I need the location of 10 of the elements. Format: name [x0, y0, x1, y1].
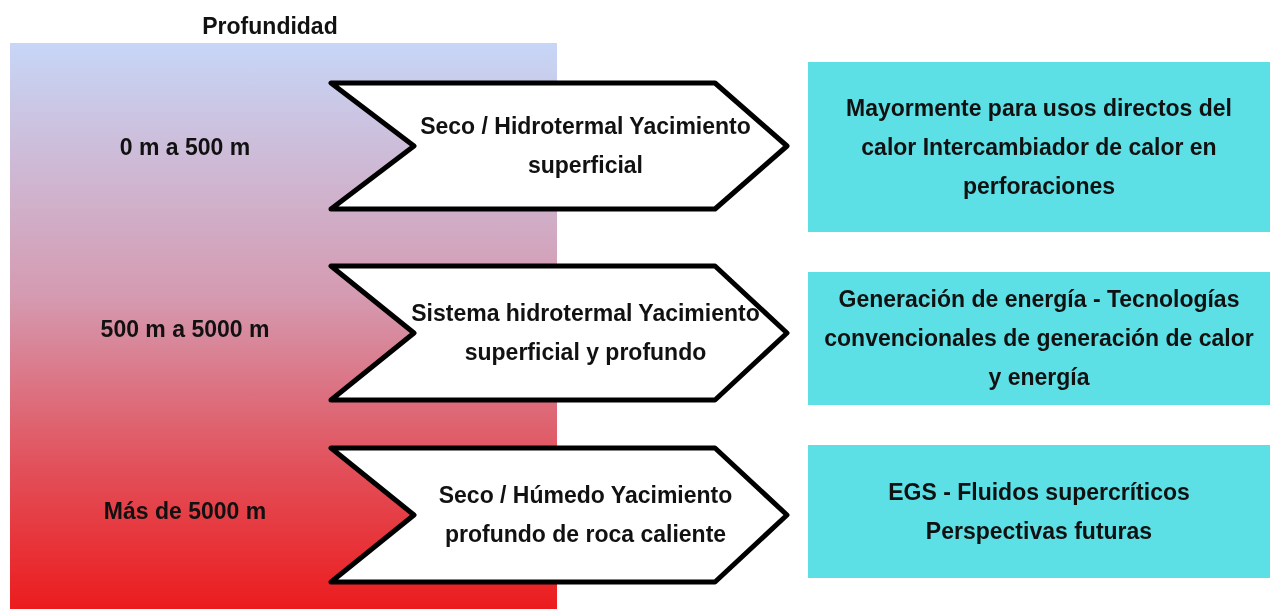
description-box: EGS - Fluidos supercríticos Perspectivas futuras: [808, 445, 1270, 578]
description-box: Generación de energía - Tecnologías convencionales de generación de calor y energía: [808, 272, 1270, 405]
depth-label: Más de 5000 m: [102, 497, 268, 526]
category-label: Seco / Hidrotermal Yacimiento superficial: [419, 112, 752, 180]
depth-label: 500 m a 5000 m: [99, 315, 271, 344]
category-label: Seco / Húmedo Yacimiento profundo de roca caliente: [437, 481, 734, 549]
band-heading: Profundidad: [201, 12, 339, 41]
description-box: Mayormente para usos directos del calor Intercambiador de calor en perforaciones: [808, 62, 1270, 232]
depth-label: 0 m a 500 m: [118, 133, 252, 162]
category-label: Sistema hidrotermal Yacimiento superficial y profundo: [410, 299, 761, 367]
